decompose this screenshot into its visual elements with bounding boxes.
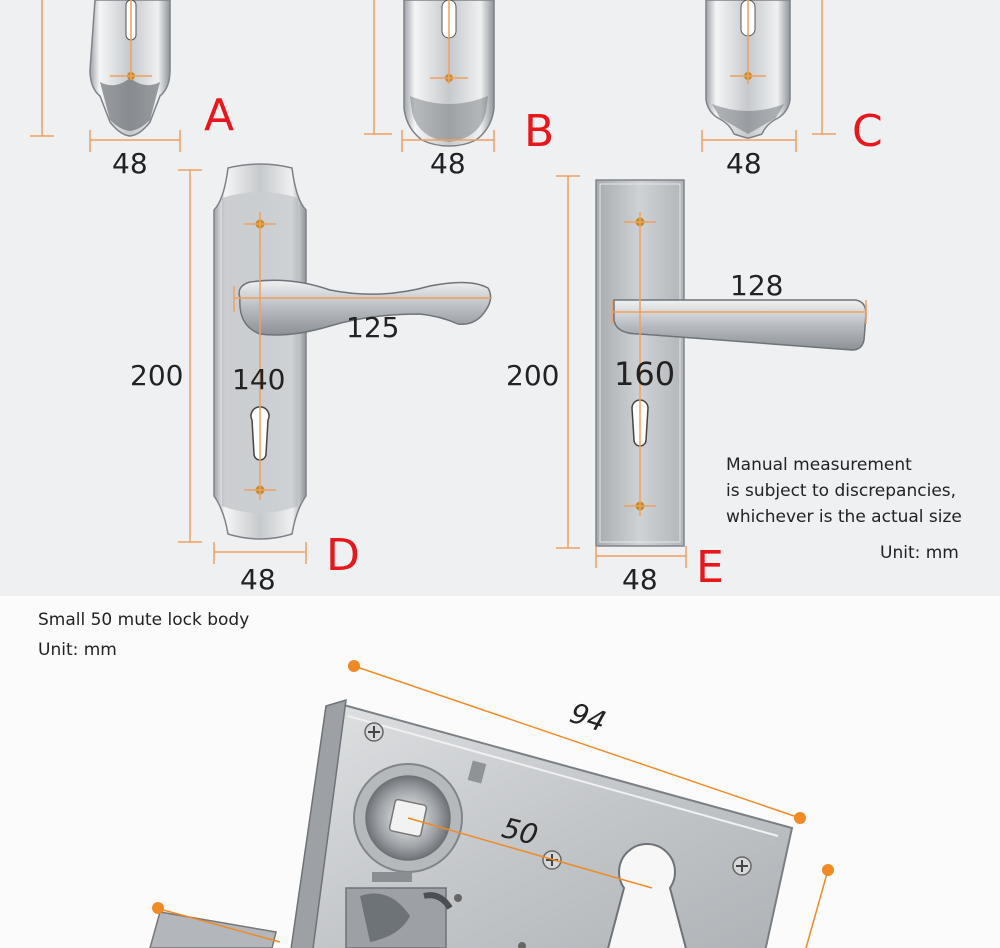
lock-body-backset: 50 <box>498 811 542 852</box>
handle-e-hole-spacing: 160 <box>614 355 676 393</box>
handle-d-hole-spacing: 140 <box>232 363 286 396</box>
handle-e-height: 200 <box>506 359 560 392</box>
handle-a-letter: A <box>204 90 235 141</box>
measurement-note-line-1: Manual measurement <box>726 455 912 475</box>
lock-body-unit: Unit: mm <box>38 640 117 660</box>
handle-c-width: 48 <box>726 147 762 180</box>
handle-d-width: 48 <box>240 563 276 596</box>
handle-a-width: 48 <box>112 147 148 180</box>
screw-icon <box>732 856 752 876</box>
keyhole-icon <box>607 843 687 948</box>
handle-d-height: 200 <box>130 359 184 392</box>
handle-b-drawing <box>364 0 495 152</box>
handle-drawings <box>30 0 867 568</box>
handle-d-lever-length: 125 <box>346 311 400 344</box>
handle-e-letter: E <box>696 542 724 593</box>
handle-e-drawing <box>556 175 867 568</box>
lock-body-title: Small 50 mute lock body <box>38 610 250 630</box>
handle-a-drawing <box>30 0 181 152</box>
measurement-note-line-2: is subject to discrepancies, <box>726 481 957 501</box>
lock-body-drawing <box>149 660 834 948</box>
handle-e-lever-length: 128 <box>730 269 784 302</box>
handle-d-drawing <box>178 163 492 564</box>
unit-label: Unit: mm <box>880 543 959 563</box>
lock-body-panel: Small 50 mute lock body Unit: mm <box>0 596 1000 948</box>
handle-c-drawing <box>701 0 836 152</box>
handle-b-letter: B <box>524 106 555 157</box>
handle-dimensions-panel: A 48 B 48 C 48 200 140 125 D 48 200 160 … <box>0 0 1000 596</box>
handle-c-letter: C <box>852 106 883 157</box>
handle-b-width: 48 <box>430 147 466 180</box>
handle-d-letter: D <box>326 530 360 581</box>
measurement-note-line-3: whichever is the actual size <box>726 507 962 527</box>
handle-e-width: 48 <box>622 563 658 596</box>
screw-icon <box>364 722 384 742</box>
